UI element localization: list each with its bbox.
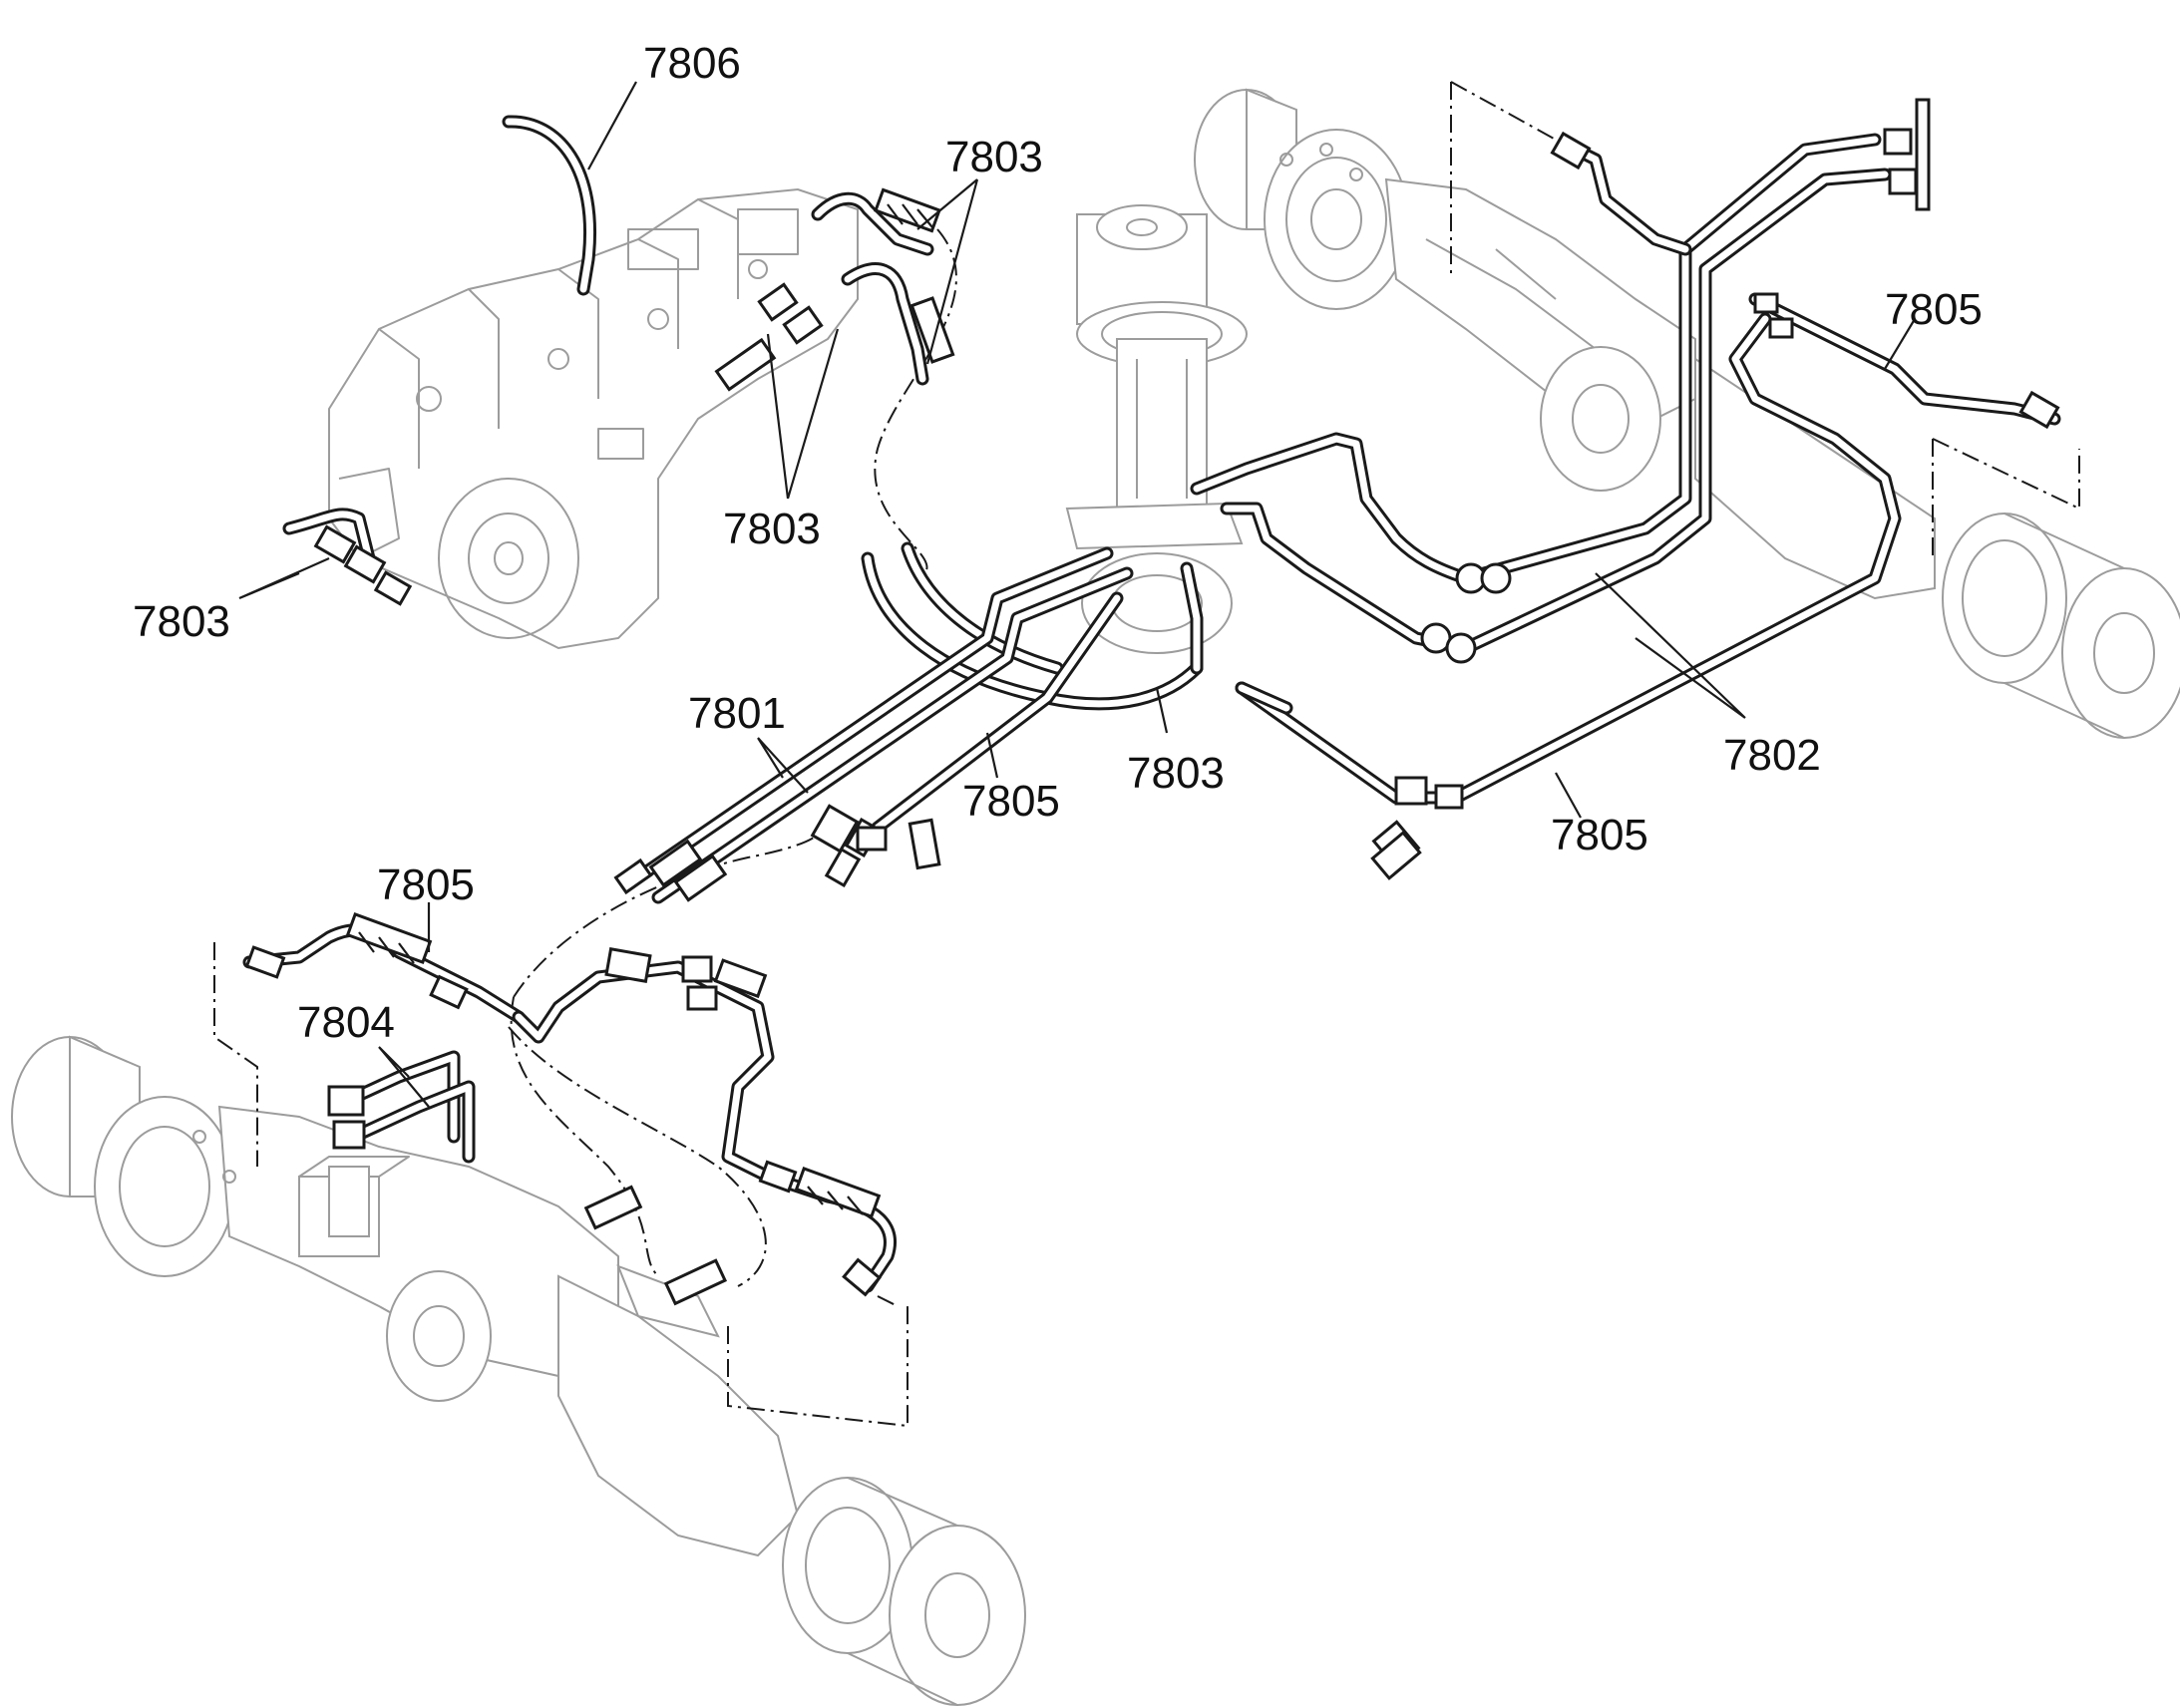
leader-lines	[238, 81, 1916, 1108]
label-7803-center: 7803	[1127, 749, 1225, 798]
hose-sleeves	[345, 187, 1422, 1306]
label-7805-left: 7805	[377, 860, 475, 909]
label-7805-right-top: 7805	[1885, 285, 1983, 334]
label-7806: 7806	[643, 39, 741, 88]
transmission-housing	[328, 187, 859, 650]
label-7803-top: 7803	[945, 133, 1043, 181]
label-7805-right-bottom: 7805	[1551, 811, 1648, 859]
label-7804: 7804	[297, 998, 395, 1047]
front-axle	[11, 1035, 1026, 1706]
label-7803-left: 7803	[133, 597, 230, 646]
label-7805-center: 7805	[962, 777, 1060, 826]
part-labels: 7806 7803 7803 7803 7803 7801 7805 7805 …	[133, 39, 1983, 1047]
label-7801: 7801	[688, 689, 786, 738]
label-7802: 7802	[1723, 731, 1821, 780]
rear-axle	[1194, 88, 2180, 739]
label-7803-mid: 7803	[723, 505, 821, 553]
